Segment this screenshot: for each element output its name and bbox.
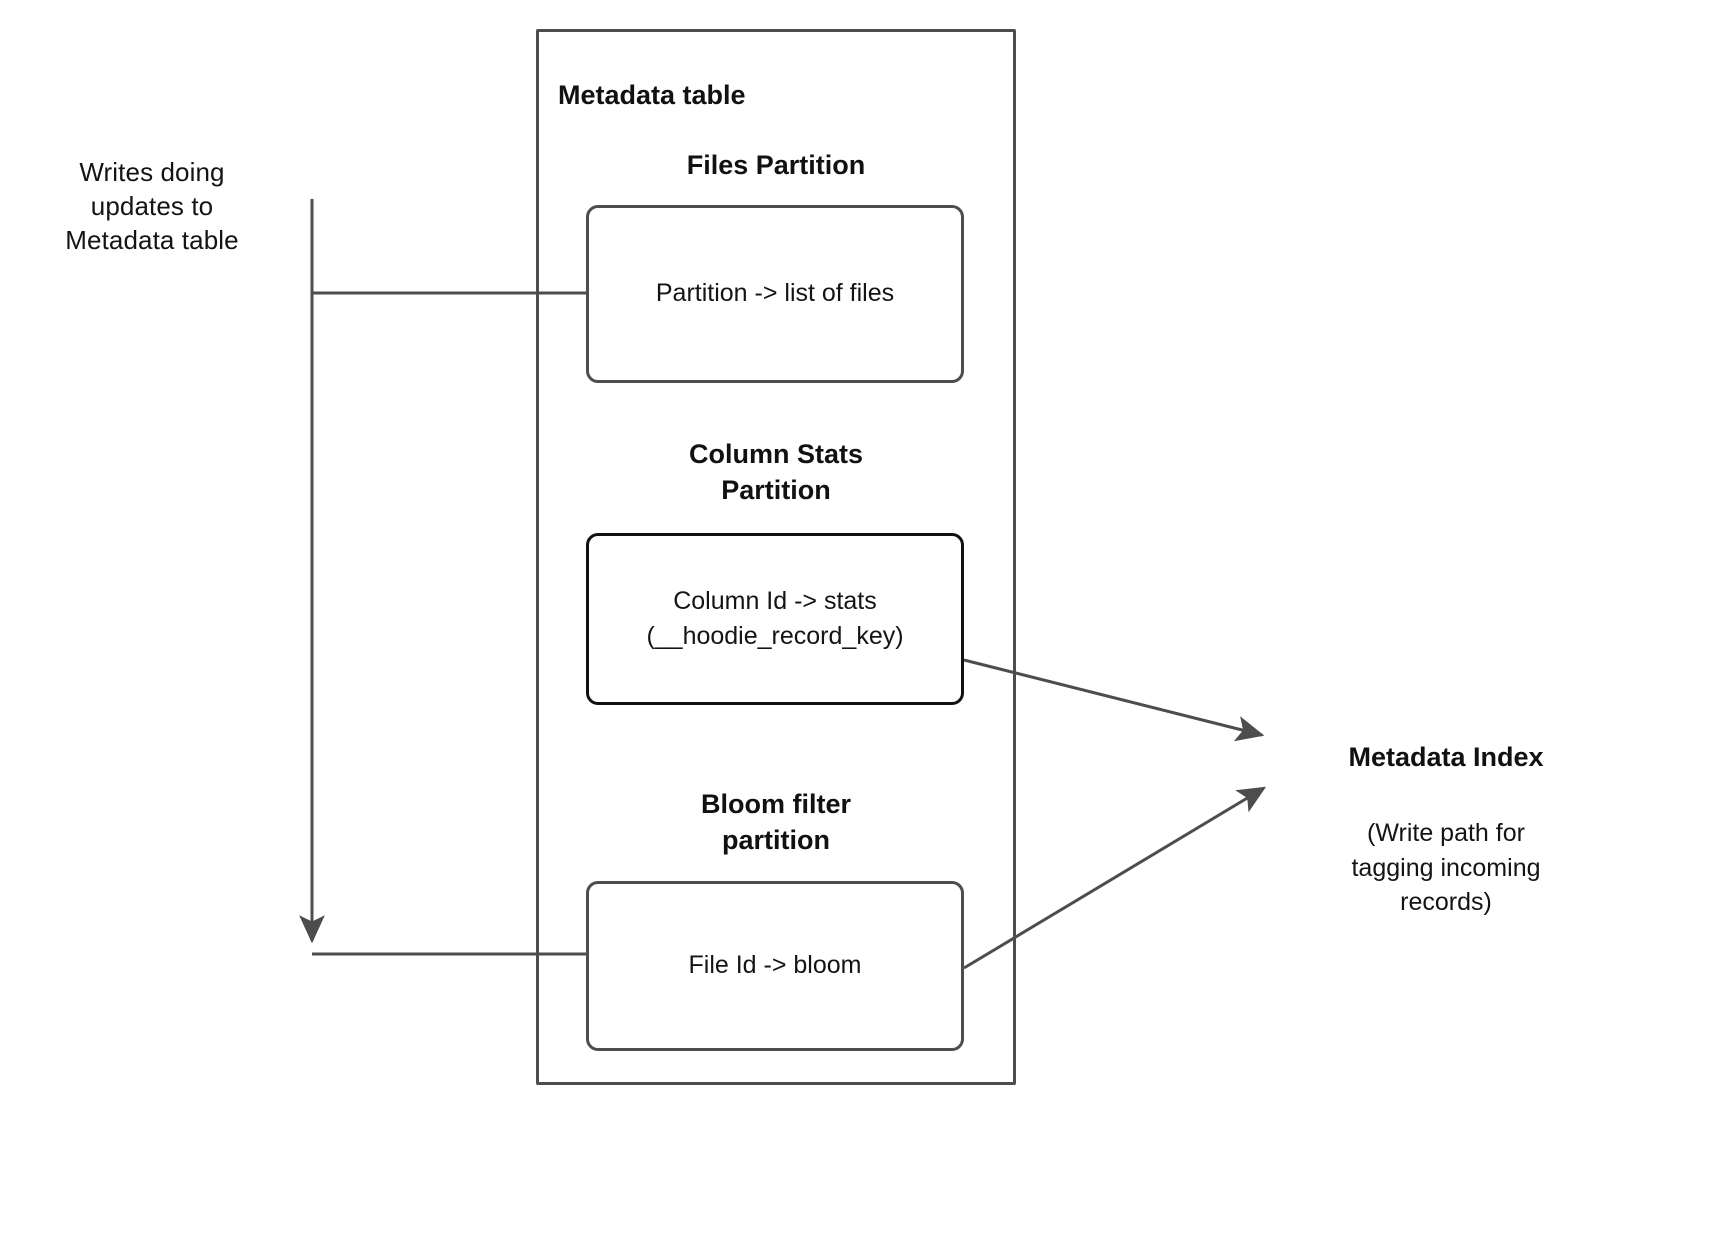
bloom-filter-partition-box: File Id -> bloom	[586, 881, 964, 1051]
metadata-index-title: Metadata Index	[1348, 742, 1544, 772]
files-partition-box-text: Partition -> list of files	[655, 279, 895, 308]
writes-updates-annotation: Writes doing updates to Metadata table	[65, 157, 239, 255]
bloom-filter-partition-box-text: File Id -> bloom	[688, 951, 862, 980]
files-partition-heading: Files Partition	[686, 150, 866, 180]
metadata-table-container	[536, 29, 1016, 1085]
column-stats-partition-box-text: Column Id -> stats (__hoodie_record_key)	[646, 586, 904, 651]
metadata-table-title: Metadata table	[558, 80, 746, 110]
column-stats-partition-heading: Column Stats Partition	[688, 439, 863, 505]
column-stats-partition-box: Column Id -> stats (__hoodie_record_key)	[586, 533, 964, 705]
bloom-filter-partition-heading: Bloom filter partition	[700, 789, 851, 855]
files-partition-box: Partition -> list of files	[586, 205, 964, 383]
metadata-index-note: (Write path for tagging incoming records…	[1351, 819, 1541, 916]
